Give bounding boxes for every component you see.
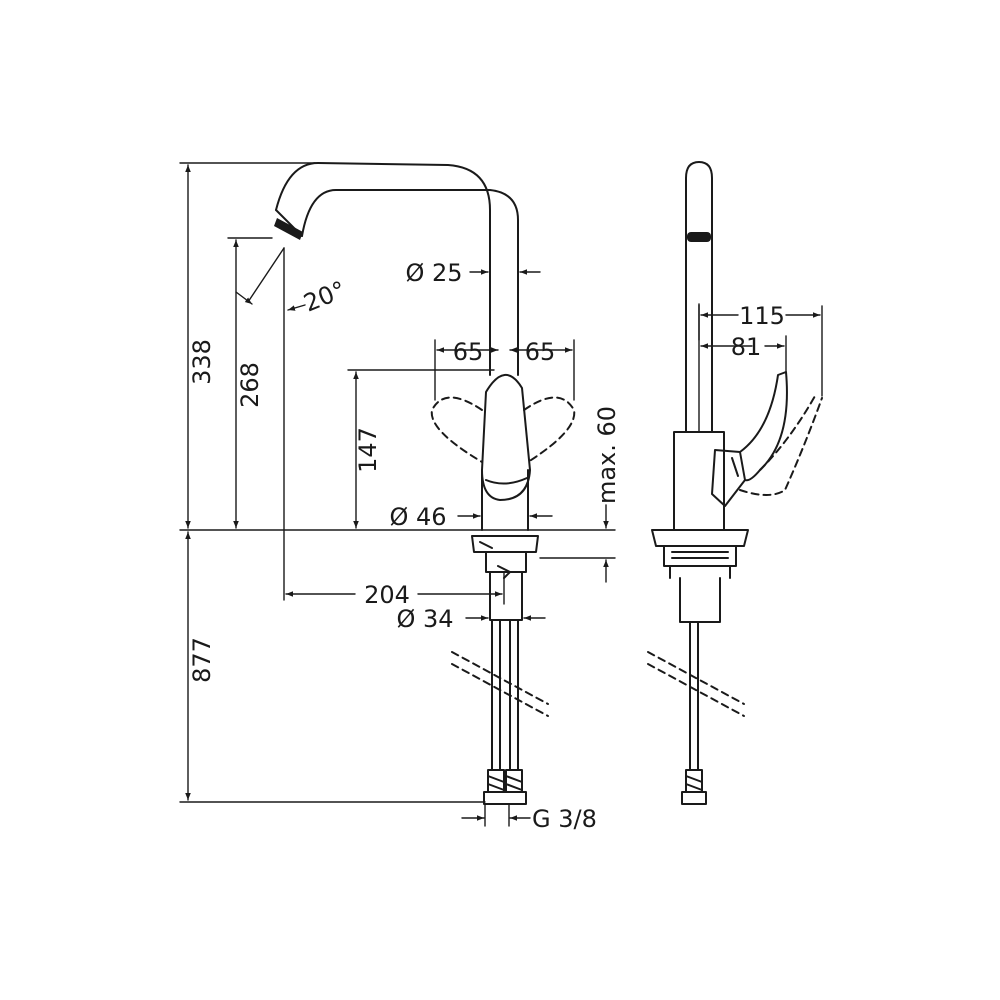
dim-spout-diameter: Ø 25 bbox=[405, 259, 462, 287]
supply-hoses bbox=[483, 619, 527, 805]
side-spout bbox=[685, 161, 713, 433]
dim-max-thickness: max. 60 bbox=[593, 406, 621, 504]
side-view: 115 81 bbox=[647, 161, 823, 805]
lever-handle bbox=[481, 374, 531, 501]
dim-lever-reach: 115 bbox=[739, 302, 785, 330]
side-lever bbox=[711, 371, 788, 507]
dim-total-height: 338 bbox=[188, 339, 216, 385]
dim-lever-height: 147 bbox=[354, 427, 382, 473]
break-line-side bbox=[647, 651, 745, 717]
dim-connection: G 3/8 bbox=[532, 805, 597, 833]
spout bbox=[274, 162, 519, 376]
tap-body bbox=[471, 469, 539, 621]
side-lever-swing bbox=[739, 395, 823, 496]
dim-hose-length: 877 bbox=[188, 637, 216, 683]
dim-spout-height: 268 bbox=[236, 362, 264, 408]
dim-spout-angle: 20° bbox=[300, 276, 350, 318]
dim-lever-depth: 81 bbox=[731, 333, 762, 361]
dim-reach: 204 bbox=[364, 581, 410, 609]
lever-swing-right bbox=[523, 396, 576, 463]
dim-lever-right: 65 bbox=[525, 338, 556, 366]
lever-swing-left bbox=[430, 396, 483, 463]
reference-lines bbox=[179, 162, 616, 803]
dim-arrow-angle-left bbox=[235, 291, 253, 305]
dim-body-diameter: Ø 46 bbox=[389, 503, 446, 531]
front-view: 338 268 20° Ø 25 65 65 147 max. 60 Ø 46 … bbox=[179, 162, 621, 833]
break-line-front bbox=[451, 651, 549, 717]
side-hose bbox=[681, 621, 707, 805]
dim-lever-left: 65 bbox=[453, 338, 484, 366]
dim-hole-diameter: Ø 34 bbox=[396, 605, 453, 633]
dim-arrow-angle-right bbox=[287, 304, 306, 311]
side-body bbox=[651, 431, 749, 623]
